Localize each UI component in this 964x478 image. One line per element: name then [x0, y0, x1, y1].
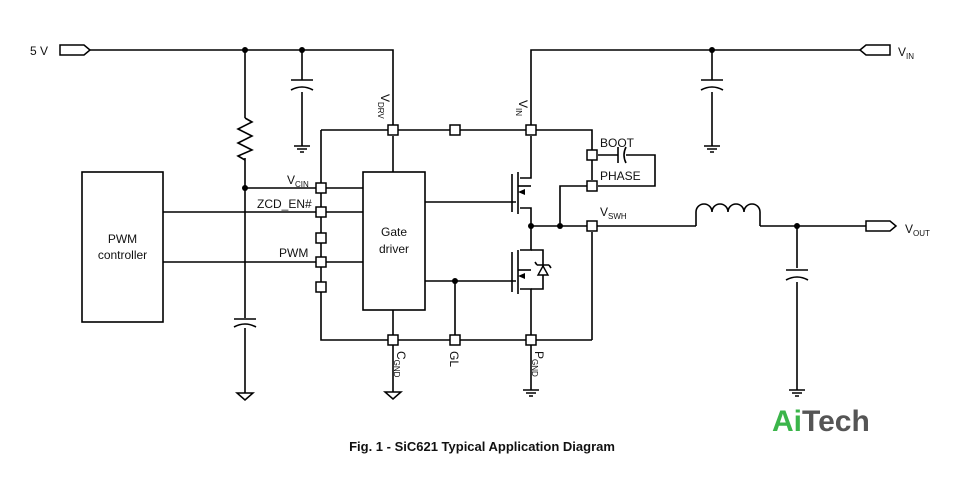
input-port-icon: [858, 44, 891, 56]
capacitor-vin: [700, 79, 724, 92]
gate-driver-block: Gate driver: [362, 171, 426, 311]
pin-gl-label: GL: [447, 351, 461, 367]
pwm-controller-label-2: controller: [98, 248, 147, 262]
aitech-logo: AiTech: [772, 405, 870, 438]
junctions: [242, 47, 800, 343]
ground-icon: [235, 392, 255, 401]
pin-vswh-label: VSWH: [600, 205, 627, 221]
pwm-controller-label-1: PWM: [108, 232, 137, 246]
pin-vcin-label: VCIN: [287, 173, 309, 189]
port-vout: VOUT: [865, 220, 930, 238]
high-side-mosfet: [511, 172, 531, 214]
ground-icon: [704, 145, 720, 153]
port-5v-label: 5 V: [30, 44, 48, 58]
output-port-icon: [865, 220, 898, 232]
pin-phase-label: PHASE: [600, 169, 641, 183]
ground-symbols: [235, 145, 805, 401]
gate-driver-label-1: Gate: [381, 225, 407, 239]
logo-text: AiTech: [772, 405, 870, 438]
pin-squares: [315, 124, 598, 346]
pwm-controller-block: PWM controller: [81, 171, 164, 323]
pullup-resistor: [236, 117, 254, 161]
pin-boot-label: BOOT: [600, 136, 635, 150]
ground-icon: [383, 391, 403, 400]
input-port-icon: [59, 44, 92, 56]
wires: [90, 49, 866, 393]
gate-driver-label-2: driver: [379, 242, 409, 256]
pin-pgnd-label: PGND: [530, 351, 546, 377]
port-5v: 5 V: [30, 44, 92, 58]
ground-icon: [294, 145, 310, 153]
port-vout-label: VOUT: [905, 222, 930, 238]
port-vin-label: VIN: [898, 45, 914, 61]
pin-vin-label: VIN: [514, 100, 530, 116]
output-inductor: [695, 203, 761, 226]
port-vin: VIN: [858, 44, 914, 61]
pin-labels: VDRV VIN VCIN ZCD_EN# PWM BOOT PHASE VSW…: [257, 94, 641, 378]
pin-vdrv-label: VDRV: [376, 94, 392, 119]
ground-icon: [523, 389, 539, 397]
ground-icon: [789, 389, 805, 397]
capacitor-vout: [785, 268, 809, 282]
pin-cgnd-label: CGND: [392, 351, 408, 378]
capacitor-rc: [233, 318, 257, 328]
figure-caption: Fig. 1 - SiC621 Typical Application Diag…: [349, 439, 615, 454]
pin-zcd-en-label: ZCD_EN#: [257, 197, 312, 211]
capacitor-boot: [617, 146, 627, 164]
pin-pwm-label: PWM: [279, 246, 308, 260]
low-side-mosfet: [511, 250, 552, 294]
capacitor-5v: [290, 79, 314, 92]
